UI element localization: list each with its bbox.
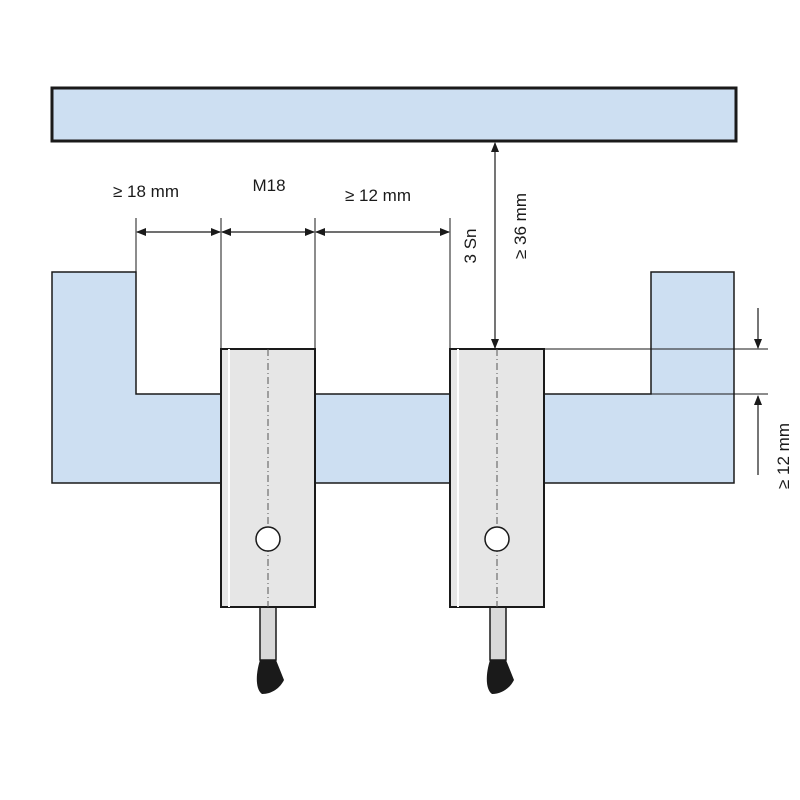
sensor-left-cable xyxy=(259,605,277,661)
label-left-clearance: ≥ 18 mm xyxy=(113,182,179,201)
sensor-right-led-icon xyxy=(484,526,510,552)
sensor-right xyxy=(449,348,545,694)
sensor-right-cable-tip xyxy=(486,660,514,694)
sensor-left-cable-tip xyxy=(256,660,284,694)
mounting-bracket xyxy=(51,271,735,484)
sensor-left xyxy=(220,348,316,694)
label-recess-depth: ≥ 12 mm xyxy=(774,423,793,489)
label-target-clearance: ≥ 36 mm xyxy=(511,193,530,259)
label-thread: M18 xyxy=(252,176,285,195)
sensor-left-led-icon xyxy=(255,526,281,552)
label-between-sensors: ≥ 12 mm xyxy=(345,186,411,205)
extension-lines xyxy=(135,218,768,395)
label-sensing-distance: 3 Sn xyxy=(461,229,480,264)
sensor-right-cable xyxy=(489,605,507,661)
target-plate xyxy=(50,86,738,143)
